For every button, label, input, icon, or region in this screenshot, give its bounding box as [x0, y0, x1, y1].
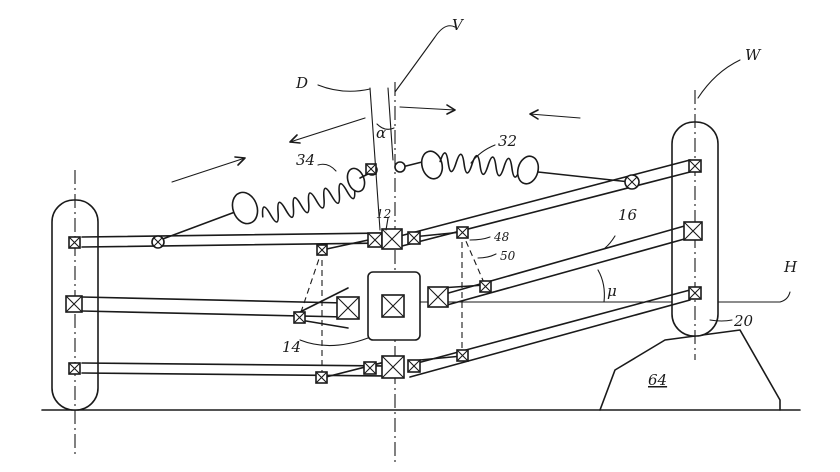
label-34: 34: [296, 151, 315, 169]
label-d: D: [295, 74, 308, 92]
mu-arc: [597, 269, 605, 303]
tilted-axis-line-2: [387, 87, 394, 161]
label-16: 16: [618, 206, 638, 224]
center-hub-leader: [299, 337, 369, 347]
spring-34: [159, 164, 378, 241]
label-alpha: α: [376, 124, 386, 142]
tilted-axis-line-1: [369, 87, 381, 231]
upper-arms: [81, 159, 691, 251]
d-leader: [317, 84, 371, 92]
alpha-arc: [376, 123, 395, 130]
label-20: 20: [733, 312, 754, 330]
pivot-boxes: [65, 159, 703, 384]
leader-lines: [317, 59, 741, 322]
ball-joints: [151, 174, 640, 249]
label-mu: μ: [607, 282, 617, 300]
label-w: W: [745, 46, 762, 64]
label-32: 32: [498, 132, 517, 150]
label-48: 48: [493, 230, 510, 244]
label-50: 50: [500, 249, 516, 263]
arrows: [171, 104, 581, 183]
label-64: 64: [648, 371, 667, 389]
spring-32: [394, 150, 631, 185]
label-h: H: [783, 258, 798, 276]
label-12: 12: [376, 207, 391, 221]
v-leader: [394, 25, 456, 93]
h-leader: [779, 291, 791, 303]
label-14: 14: [282, 338, 301, 356]
ground-block: [599, 329, 781, 411]
label-v: V: [452, 16, 465, 34]
dashed-links: [299, 231, 486, 378]
